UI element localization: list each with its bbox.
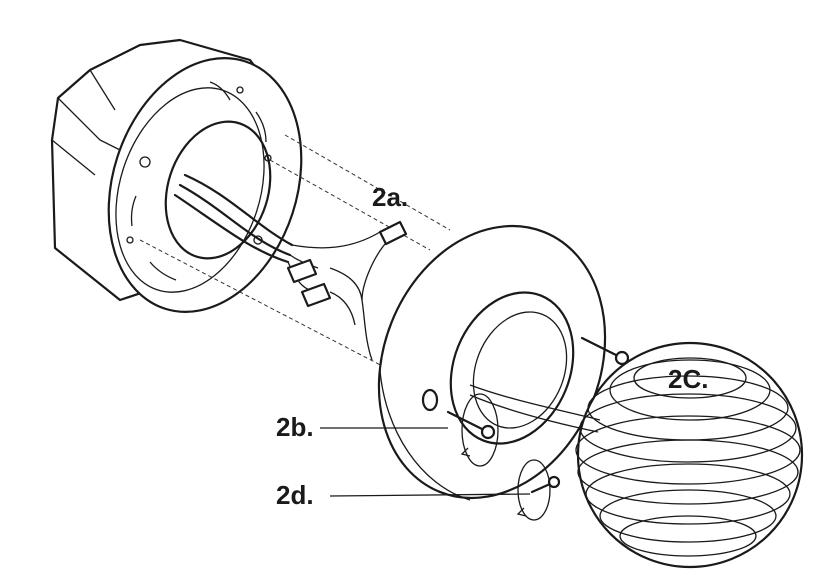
label-2a: 2a. bbox=[372, 182, 408, 212]
globe-shade bbox=[469, 341, 804, 569]
leader-lines bbox=[320, 427, 531, 497]
wire-nuts bbox=[286, 220, 408, 361]
label-2b: 2b. bbox=[276, 412, 314, 442]
label-2d: 2d. bbox=[276, 480, 314, 510]
alignment-lines bbox=[139, 134, 451, 371]
canopy bbox=[377, 224, 607, 501]
mounting-screws bbox=[446, 336, 630, 494]
rotation-arrows bbox=[460, 393, 551, 521]
label-2c: 2C. bbox=[668, 364, 708, 394]
